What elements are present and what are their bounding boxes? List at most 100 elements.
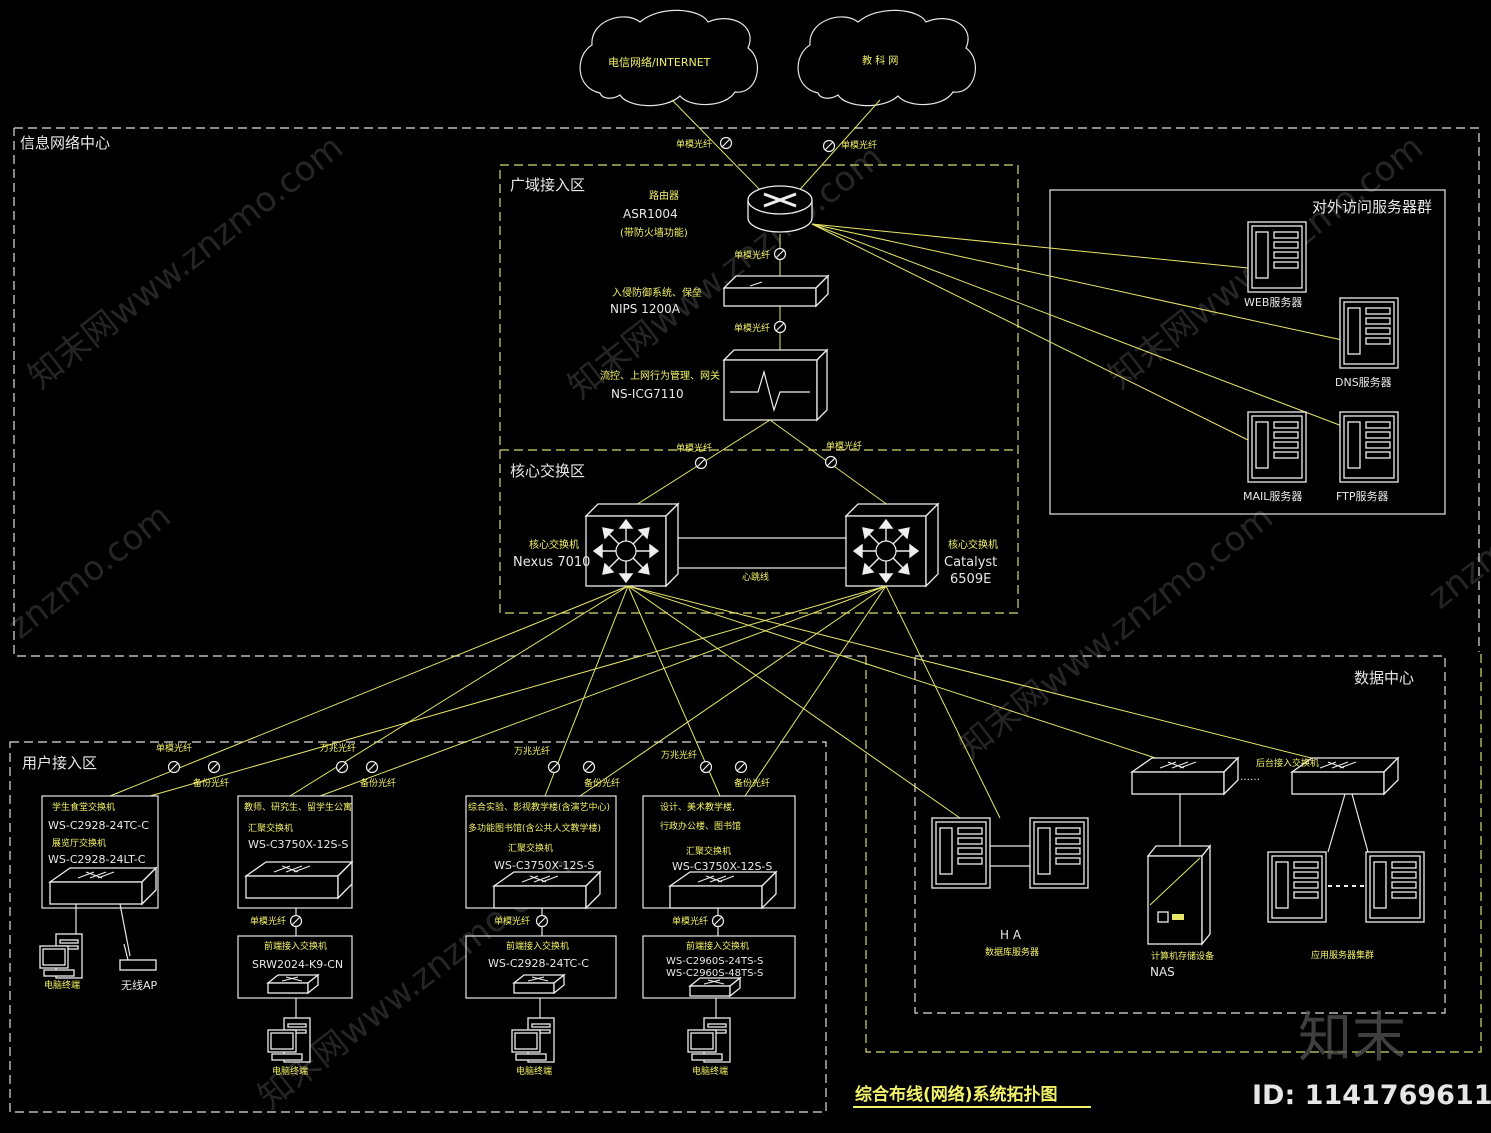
nas-label: NAS bbox=[1150, 965, 1175, 979]
icg-role: 流控、上网行为管理、网关 bbox=[600, 369, 720, 382]
fiber-marker bbox=[167, 760, 181, 774]
ftp-server-label: FTP服务器 bbox=[1336, 490, 1389, 503]
core-left-role: 核心交换机 bbox=[529, 538, 579, 551]
g4-pc bbox=[687, 1017, 731, 1063]
fiber-label: 万兆光纤 bbox=[661, 749, 697, 761]
router-model: ASR1004 bbox=[623, 207, 678, 221]
dc-app-link-1 bbox=[1327, 793, 1346, 853]
g3-access-role: 前端接入交换机 bbox=[506, 940, 569, 952]
fiber-label: 单模光纤 bbox=[672, 915, 708, 927]
g3-label-a: 综合实验、影视教学楼(含演艺中心) bbox=[468, 801, 610, 813]
g3-label-c: 汇聚交换机 bbox=[508, 842, 553, 854]
internet-label: 电信网络/INTERNET bbox=[608, 55, 711, 69]
web-server bbox=[1247, 221, 1307, 293]
fiber-label: 备份光纤 bbox=[193, 777, 229, 789]
ha-label: H A bbox=[1000, 928, 1022, 942]
dc-switch-1 bbox=[1131, 757, 1239, 795]
g3-access-model: WS-C2928-24TC-C bbox=[488, 957, 589, 970]
g3-label-b: 多功能图书馆(含公共人文教学楼) bbox=[468, 822, 601, 834]
g3-label-d: WS-C3750X-12S-S bbox=[494, 859, 594, 872]
fiber-marker bbox=[547, 760, 561, 774]
g4-label-c: 汇聚交换机 bbox=[686, 845, 731, 857]
router-role: 路由器 bbox=[649, 189, 679, 202]
app-server-2 bbox=[1365, 851, 1425, 923]
fiber-label: 万兆光纤 bbox=[320, 742, 356, 754]
g3-access-switch bbox=[513, 974, 565, 994]
ftp-server bbox=[1339, 411, 1399, 483]
g3-pc-label: 电脑终端 bbox=[516, 1065, 552, 1077]
core-right-role: 核心交换机 bbox=[948, 538, 998, 551]
server-frame bbox=[1049, 189, 1446, 515]
app-cluster-label: 应用服务器集群 bbox=[1311, 949, 1374, 961]
core-right-model1: Catalyst bbox=[944, 555, 997, 570]
fiber-label: 备份光纤 bbox=[734, 777, 770, 789]
core-right-model2: 6509E bbox=[950, 572, 991, 587]
cloud-internet: 电信网络/INTERNET bbox=[579, 9, 758, 107]
watermark-logo: 知末 bbox=[1298, 1006, 1406, 1069]
diagram-title: 综合布线(网络)系统拓扑图 bbox=[855, 1084, 1058, 1105]
lower-right-frame bbox=[865, 652, 1482, 1053]
g1-pc bbox=[39, 933, 83, 979]
fiber-marker bbox=[535, 914, 549, 928]
watermark-text: znzmo.com bbox=[1421, 466, 1491, 617]
icg-device bbox=[722, 348, 829, 422]
link-internet-router bbox=[671, 99, 766, 196]
g2-switch bbox=[245, 861, 353, 899]
watermark-text: znzmo.com bbox=[1, 496, 179, 647]
g4-access-model2: WS-C2960S-48TS-S bbox=[666, 968, 763, 979]
g2-access-box bbox=[237, 935, 353, 999]
g1-pc-label: 电脑终端 bbox=[44, 979, 80, 991]
user-zone-label: 用户接入区 bbox=[22, 754, 97, 772]
fiber-marker bbox=[824, 455, 838, 469]
g4-access-role: 前端接入交换机 bbox=[686, 940, 749, 952]
ap-label: 无线AP bbox=[121, 978, 158, 992]
ips-model: NIPS 1200A bbox=[610, 302, 681, 316]
web-server-label: WEB服务器 bbox=[1244, 296, 1302, 309]
center-zone-label: 信息网络中心 bbox=[20, 134, 110, 152]
datacenter-frame bbox=[914, 655, 1446, 1014]
watermark-text: 知末网www.znzmo.com bbox=[951, 497, 1281, 767]
storage-label: 计算机存储设备 bbox=[1151, 950, 1214, 962]
edu-label: 教 科 网 bbox=[862, 54, 898, 67]
fiber-label: 单模光纤 bbox=[841, 139, 877, 151]
watermark-id: ID: 1141769611 bbox=[1252, 1080, 1491, 1111]
center-frame bbox=[13, 127, 1480, 657]
g2-access-role: 前端接入交换机 bbox=[264, 940, 327, 952]
cloud-edu: 教 科 网 bbox=[797, 9, 976, 107]
mail-server bbox=[1247, 411, 1307, 483]
g2-pc bbox=[267, 1017, 311, 1063]
g1-label-c: 展览厅交换机 bbox=[52, 837, 106, 849]
dns-server-label: DNS服务器 bbox=[1335, 376, 1392, 389]
dc-app-link-2 bbox=[1351, 793, 1369, 853]
fiber-label: 万兆光纤 bbox=[514, 745, 550, 757]
fiber-label: 单模光纤 bbox=[734, 322, 770, 334]
watermark-text: 知末网www.znzmo.com bbox=[21, 127, 351, 397]
user-group-1-box bbox=[41, 795, 159, 909]
ha-server-1 bbox=[931, 817, 991, 889]
g1-ap-link bbox=[119, 903, 131, 957]
ips-device bbox=[722, 274, 830, 308]
g4-label-a: 设计、美术教学楼, bbox=[660, 801, 735, 813]
user-frame bbox=[9, 741, 827, 1113]
dns-server bbox=[1339, 297, 1399, 369]
g4-switch bbox=[669, 871, 777, 909]
datacenter-zone-label: 数据中心 bbox=[1354, 669, 1414, 687]
dc-switch-label: 后台接入交换机 bbox=[1256, 757, 1319, 769]
core-zone-label: 核心交换区 bbox=[510, 462, 585, 480]
fiber-marker bbox=[734, 760, 748, 774]
fiber-marker bbox=[335, 760, 349, 774]
server-links bbox=[811, 223, 1343, 441]
g4-access-box bbox=[642, 935, 796, 999]
app-server-1 bbox=[1267, 851, 1327, 923]
icg-model: NS-ICG7110 bbox=[611, 387, 684, 401]
g1-label-d: WS-C2928-24LT-C bbox=[48, 853, 146, 866]
g4-label-d: WS-C3750X-12S-S bbox=[672, 860, 772, 873]
core-downlinks bbox=[109, 585, 1336, 819]
g1-switch bbox=[49, 867, 157, 905]
fiber-marker bbox=[582, 760, 596, 774]
router-asr1004 bbox=[747, 185, 813, 233]
fiber-label: 单模光纤 bbox=[826, 440, 862, 452]
storage-device bbox=[1146, 844, 1212, 946]
fiber-marker bbox=[822, 139, 836, 153]
